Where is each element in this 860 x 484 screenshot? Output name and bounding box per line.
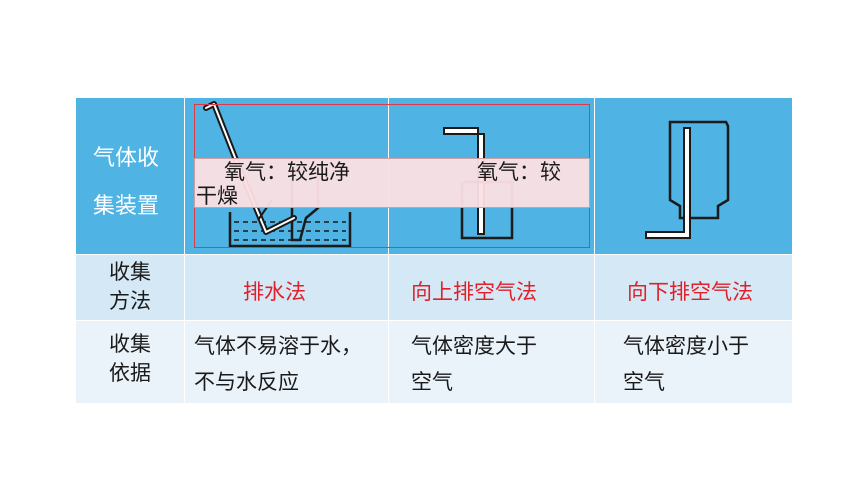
method-row: [76, 254, 792, 320]
method-water-displacement: 排水法: [243, 280, 306, 304]
basis-upward: 气体密度大于 空气: [411, 334, 537, 394]
basis-downward: 气体密度小于 空气: [623, 334, 749, 394]
annotation-band: [194, 158, 590, 208]
annotation-oxygen-pure: 氧气：较纯净: [224, 160, 350, 184]
gas-collection-table: [76, 98, 792, 403]
row-label-method: 收集 方法: [109, 260, 151, 313]
downward-air-displacement-icon: [645, 120, 730, 239]
row-label-basis: 收集 依据: [109, 332, 151, 385]
method-downward-air: 向下排空气法: [627, 280, 753, 304]
basis-water: 气体不易溶于水， 不与水反应: [194, 334, 362, 394]
annotation-dry-suffix: 干燥: [196, 184, 238, 208]
basis-row: [76, 320, 792, 403]
method-upward-air: 向上排空气法: [411, 280, 537, 304]
row-label-apparatus: 气体收 集装置: [93, 146, 160, 219]
annotation-oxygen-dry: 氧气：较: [477, 160, 561, 184]
